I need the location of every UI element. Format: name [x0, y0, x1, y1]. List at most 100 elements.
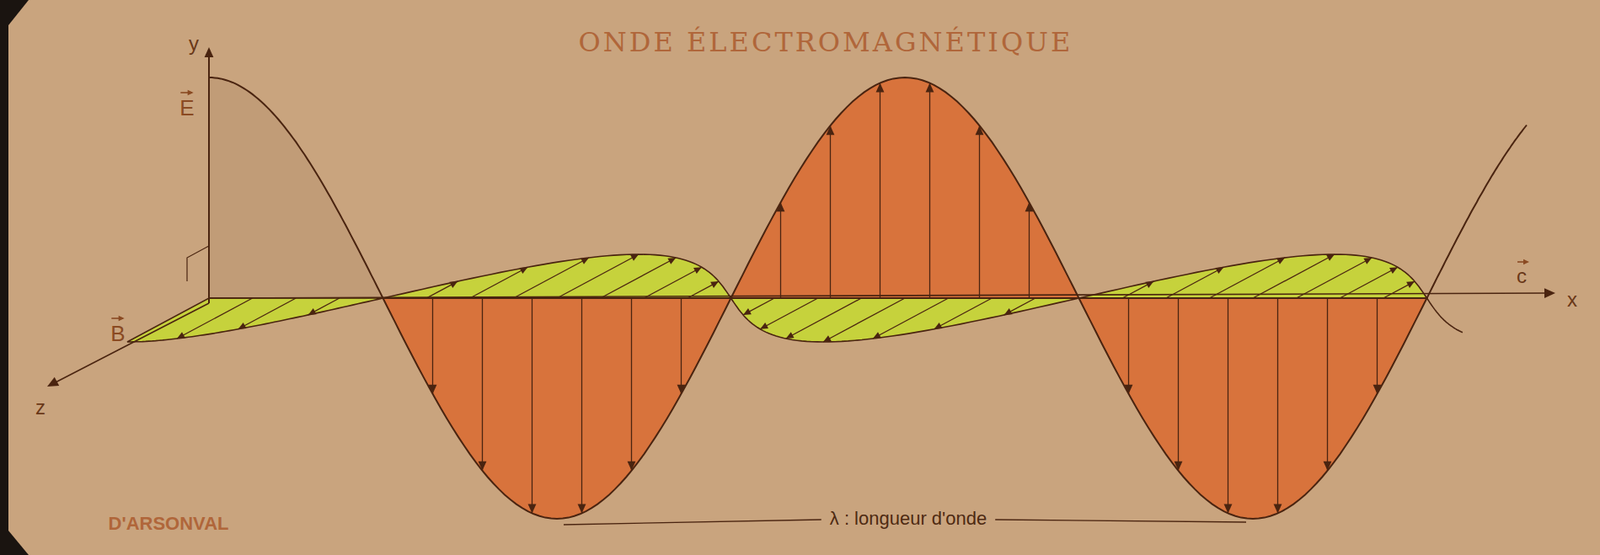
b-field-lobe: [1079, 254, 1428, 299]
arrowhead: [1373, 385, 1382, 395]
b-vector: [1383, 281, 1415, 299]
arrowhead: [1124, 385, 1134, 395]
arrowhead: [47, 377, 59, 387]
arrowhead: [449, 281, 458, 289]
arrowhead: [627, 461, 637, 471]
e-vector: [481, 298, 483, 471]
e-vector: [1327, 298, 1328, 471]
e-vector: [879, 83, 881, 299]
b-vector: [238, 298, 297, 330]
arrowhead: [1276, 257, 1285, 265]
arrowhead: [1323, 461, 1333, 471]
e-vector: [581, 298, 583, 514]
e-vector: [1376, 298, 1378, 395]
b-field-outline: [1427, 298, 1463, 333]
x-axis: [208, 293, 1549, 299]
arrowhead: [1326, 254, 1335, 262]
arrowhead: [759, 322, 769, 330]
axis-label: E: [179, 96, 194, 119]
e-vector: [1128, 298, 1130, 395]
axis-label: B: [110, 322, 125, 345]
z-axis: [52, 303, 209, 385]
arrowhead: [786, 331, 795, 339]
arrowhead: [1406, 281, 1415, 289]
arrowhead: [580, 257, 589, 265]
arrowhead: [776, 202, 786, 212]
arrowhead: [478, 461, 487, 471]
e-vector: [1177, 298, 1179, 471]
b-vector: [1166, 267, 1225, 299]
arrowhead: [577, 503, 587, 514]
arrowhead: [187, 90, 194, 96]
b-vector: [759, 298, 819, 330]
arrowhead: [519, 267, 528, 274]
arrowhead: [1224, 503, 1233, 514]
arrowhead: [630, 254, 639, 262]
arrowhead: [667, 257, 676, 265]
arrowhead: [826, 125, 835, 135]
arrowhead: [118, 315, 125, 322]
arrowhead: [238, 322, 247, 330]
e-field-lobe: [731, 77, 1080, 299]
b-field-lobe: [731, 298, 1080, 343]
arrowhead: [1544, 288, 1556, 299]
b-vector: [556, 254, 639, 299]
b-vector: [513, 257, 589, 299]
arrowhead: [677, 385, 686, 395]
arrowhead: [528, 503, 537, 514]
axis-label: c: [1516, 266, 1527, 287]
e-vector: [531, 298, 533, 514]
b-vector: [1122, 281, 1154, 299]
e-field-lobe: [383, 298, 732, 520]
b-vector: [308, 298, 340, 316]
arrowhead: [204, 47, 215, 58]
right-angle-mark: [187, 246, 209, 282]
leader-line: [995, 519, 1247, 523]
arrowhead: [925, 83, 935, 93]
maker-mark: D'ARSONVAL: [108, 514, 230, 534]
b-vector: [823, 298, 905, 343]
arrowhead: [1523, 259, 1530, 265]
arrowhead: [823, 335, 832, 343]
axis-label: x: [1567, 289, 1578, 311]
arrowhead: [308, 308, 317, 316]
arrowhead: [1214, 267, 1224, 274]
title: ONDE ÉLECTROMAGNÉTIQUE: [578, 28, 1074, 56]
arrowhead: [1174, 461, 1183, 471]
arrowhead: [975, 125, 985, 135]
axis-label: y: [188, 33, 199, 54]
b-vector: [1296, 257, 1373, 299]
arrowhead: [1273, 503, 1283, 514]
leader-line: [563, 519, 822, 525]
arrowhead: [176, 331, 186, 339]
arrowhead: [710, 281, 719, 289]
e-vector: [929, 83, 931, 299]
b-vector: [743, 298, 775, 316]
e-vector: [979, 125, 980, 299]
arrowhead: [1363, 257, 1372, 265]
b-vector: [470, 267, 529, 299]
b-field-lobe: [127, 298, 384, 343]
e-vector: [1028, 202, 1030, 299]
arrowhead: [1389, 267, 1398, 274]
arrowhead: [693, 267, 702, 274]
axis-label: z: [35, 397, 46, 418]
arrowhead: [876, 83, 885, 93]
arrowhead: [1004, 308, 1013, 316]
b-vector: [934, 298, 993, 330]
b-vector: [786, 298, 862, 339]
e-field-lobe: [1079, 298, 1428, 520]
arrowhead: [743, 308, 752, 316]
b-vector: [1252, 254, 1335, 299]
arrowhead: [1145, 281, 1154, 289]
b-vector: [1004, 298, 1036, 316]
b-vector: [176, 298, 253, 339]
e-vector: [1277, 298, 1279, 514]
e-vector: [1227, 298, 1229, 514]
e-vector: [829, 125, 831, 299]
e-field-outline: [208, 77, 384, 299]
e-vector: [680, 298, 682, 395]
wave-drawing: [47, 47, 1556, 525]
arrowhead: [428, 385, 438, 395]
